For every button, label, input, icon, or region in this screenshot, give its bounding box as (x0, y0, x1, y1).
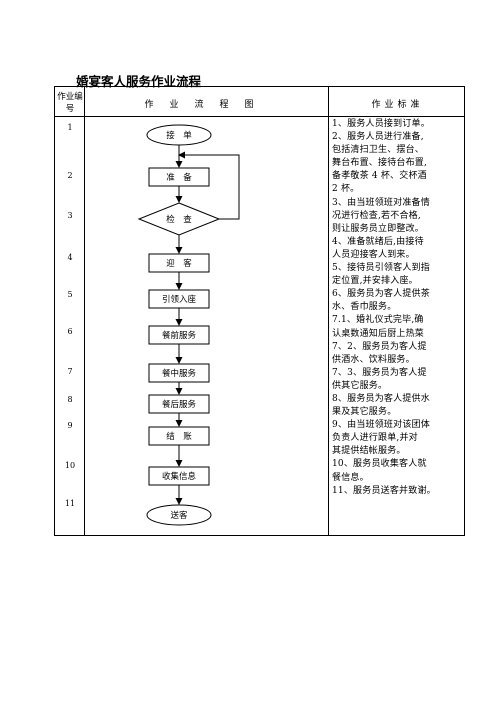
flow-node-label: 餐前服务 (162, 330, 197, 341)
standard-line: 7、3、服务员为客人提 (332, 367, 427, 378)
flow-node-label: 检 查 (166, 214, 192, 225)
standard-line: 7.1、婚礼仪式完毕,确 (332, 315, 424, 326)
standard-line: 认桌数通知后厨上热菜 (332, 328, 425, 339)
step-number: 1 (67, 123, 73, 132)
flow-node-label: 准 备 (166, 172, 192, 183)
standard-line: 水、香巾服务。 (332, 302, 397, 313)
standard-line: 包括清扫卫生、摆台、 (332, 145, 425, 156)
standard-line: 况进行检查,若不合格, (332, 210, 421, 221)
standard-line: 定位置,并安排入座。 (332, 276, 418, 287)
standard-line: 供其它服务。 (332, 380, 388, 391)
standard-line: 9、由当班领班对该团体 (332, 420, 430, 431)
standard-line: 4、准备就绪后,由接待 (332, 236, 424, 247)
step-number: 9 (67, 421, 73, 430)
step-number: 3 (67, 211, 73, 220)
step-number: 11 (64, 499, 76, 508)
flow-node-label: 迎 客 (166, 258, 192, 269)
step-number: 5 (67, 290, 73, 299)
standard-line: 10、服务员收集客人就 (332, 459, 427, 470)
standard-line: 人员迎接客人到来。 (332, 249, 415, 260)
flow-node-terminal (146, 504, 212, 526)
header-step-number: 作业编号 (57, 92, 83, 114)
standard-line: 其提供结帐服务。 (332, 446, 406, 457)
column-divider (84, 87, 85, 535)
standard-line: 负责人进行跟单,并对 (332, 433, 418, 444)
standard-line: 7、2、服务员为客人提 (332, 341, 427, 352)
flow-node-label: 引领入座 (162, 294, 197, 305)
standard-line: 8、服务员为客人提供水 (332, 393, 430, 404)
standard-line: 3、由当班领班对准备情 (332, 197, 430, 208)
standard-line: 2 杯。 (332, 184, 360, 195)
step-number: 8 (67, 395, 73, 404)
flow-node-label: 送客 (170, 510, 188, 521)
step-number: 6 (67, 327, 73, 336)
standard-line: 5、接待员引领客人到指 (332, 263, 430, 274)
step-number: 7 (67, 367, 73, 376)
flow-loop-arrow (178, 151, 240, 220)
step-number: 10 (64, 461, 76, 470)
header-standards: 作业标准 (371, 100, 424, 110)
process-table: 作业编号 作业流程图 作业标准 1 2 3 4 5 6 7 8 9 10 11 接 单准 备检 查迎… (54, 86, 465, 536)
header-divider (55, 116, 464, 117)
standard-line: 则让服务员立即整改。 (332, 223, 425, 234)
standards-text: 1、服务人员接到订单。 2、服务人员进行准备, 包括清扫卫生、摆台、舞台布置、接待台… (332, 118, 464, 498)
standard-line: 果及其它服务。 (332, 407, 397, 418)
standard-line: 舞台布置、接待台布置, (332, 158, 428, 169)
page-title: 婚宴客人服务作业流程 (76, 74, 202, 89)
standard-line: 6、服务员为客人提供茶 (332, 289, 430, 300)
step-number: 2 (67, 171, 73, 180)
flow-node-label: 餐后服务 (162, 399, 197, 410)
column-divider (328, 87, 329, 535)
standard-line: 11、服务员送客并致谢。 (332, 485, 436, 496)
flow-node-label: 结 账 (166, 431, 192, 442)
flow-node-label: 接 单 (166, 130, 192, 141)
standard-line: 2、服务人员进行准备, (332, 132, 424, 143)
flow-node-label: 餐中服务 (162, 368, 197, 379)
standard-line: 餐信息。 (332, 472, 369, 483)
standard-line: 备孝敬茶 4 杯、交杯酒 (332, 171, 427, 182)
step-number: 4 (67, 253, 73, 262)
header-flowchart: 作业流程图 (144, 100, 270, 110)
standard-line: 供酒水、饮料服务。 (332, 354, 415, 365)
flow-node-label: 收集信息 (162, 471, 197, 482)
standard-line: 1、服务人员接到订单。 (332, 119, 430, 129)
